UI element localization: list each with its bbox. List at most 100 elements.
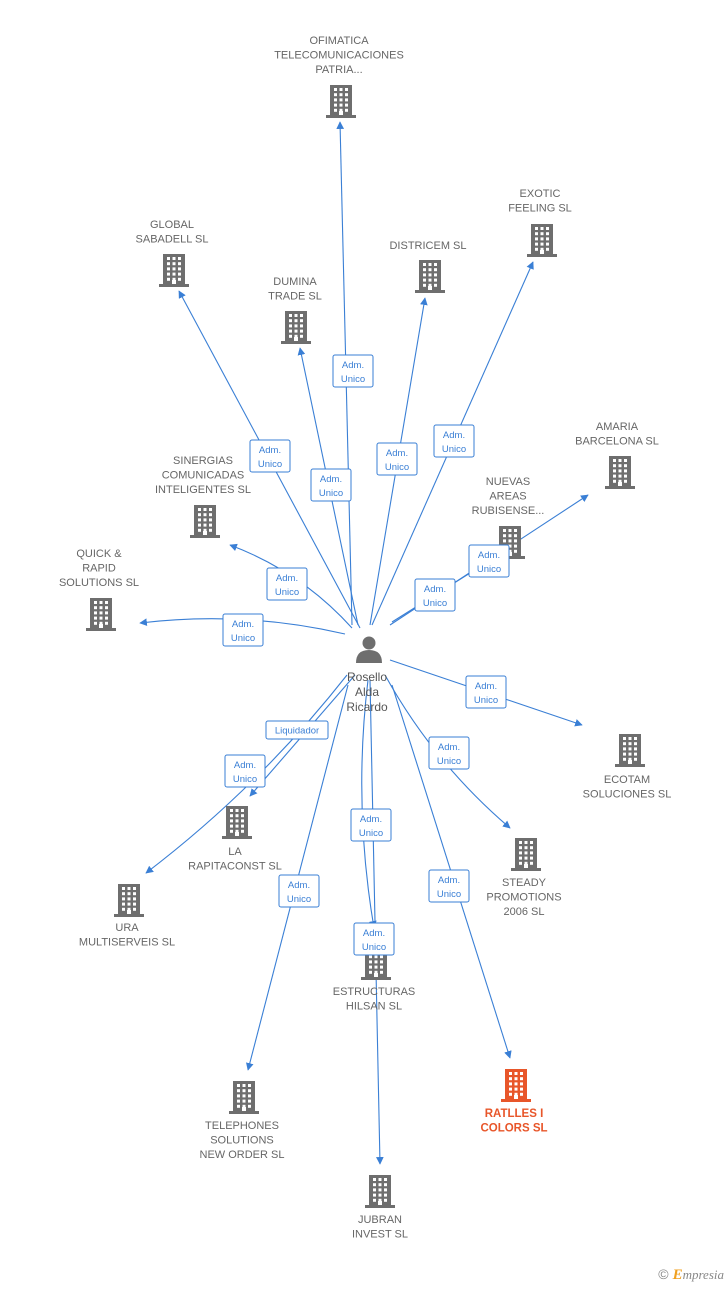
role-text: Unico xyxy=(423,598,447,609)
company-label-la[interactable]: RAPITACONST SL xyxy=(188,861,282,873)
role-text: Adm. xyxy=(478,550,500,561)
role-text: Unico xyxy=(233,774,257,785)
footer-brand: ©Empresia xyxy=(658,1266,724,1284)
role-text: Adm. xyxy=(443,430,465,441)
building-icon-amaria xyxy=(605,456,635,489)
role-text: Unico xyxy=(477,564,501,575)
building-icon-ofimatica xyxy=(326,85,356,118)
company-label-ecotam[interactable]: SOLUCIONES SL xyxy=(583,789,672,801)
building-icon-ratlles xyxy=(501,1069,531,1102)
company-label-estructuras[interactable]: HILSAN SL xyxy=(346,1001,402,1013)
building-icon-jubran xyxy=(365,1175,395,1208)
role-badge-ofimatica: Adm.Unico xyxy=(332,354,374,388)
person-name-line[interactable]: Alda xyxy=(355,685,379,699)
building-icon-steady xyxy=(511,838,541,871)
company-label-steady[interactable]: PROMOTIONS xyxy=(486,892,561,904)
company-label-ofimatica[interactable]: TELECOMUNICACIONES xyxy=(274,50,404,62)
company-label-ofimatica[interactable]: PATRIA... xyxy=(315,64,362,76)
company-label-telephones[interactable]: TELEPHONES xyxy=(205,1120,279,1132)
company-label-exotic[interactable]: EXOTIC xyxy=(520,188,561,200)
company-label-quick[interactable]: QUICK & xyxy=(76,548,122,560)
company-label-sinergias[interactable]: COMUNICADAS xyxy=(162,470,245,482)
building-icon-la xyxy=(222,806,252,839)
company-label-nuevas[interactable]: AREAS xyxy=(489,491,526,503)
role-text: Liquidador xyxy=(275,726,319,737)
role-text: Adm. xyxy=(386,448,408,459)
role-text: Unico xyxy=(231,633,255,644)
role-badge-ratlles: Adm. Unico xyxy=(428,869,470,903)
company-label-sinergias[interactable]: INTELIGENTES SL xyxy=(155,484,251,496)
building-icon-exotic xyxy=(527,224,557,257)
building-icon-sinergias xyxy=(190,505,220,538)
company-label-quick[interactable]: SOLUTIONS SL xyxy=(59,577,139,589)
role-text: Unico xyxy=(437,889,461,900)
building-icon-dumina xyxy=(281,311,311,344)
company-label-global[interactable]: GLOBAL xyxy=(150,219,194,231)
role-text: Adm. xyxy=(320,474,342,485)
company-label-sinergias[interactable]: SINERGIAS xyxy=(173,455,233,467)
role-text: Adm. xyxy=(438,742,460,753)
company-label-steady[interactable]: 2006 SL xyxy=(504,906,545,918)
company-label-nuevas[interactable]: RUBISENSE... xyxy=(472,505,545,517)
building-icon-ecotam xyxy=(615,734,645,767)
role-text: Unico xyxy=(437,756,461,767)
company-label-ratlles[interactable]: COLORS SL xyxy=(480,1123,547,1135)
company-label-telephones[interactable]: SOLUTIONS xyxy=(210,1135,274,1147)
role-text: Unico xyxy=(287,894,311,905)
role-badge-telephones: Adm. Unico xyxy=(278,874,320,908)
company-nodes: OFIMATICA TELECOMUNICACIONES PATRIA... EXOT… xyxy=(59,35,671,1241)
company-label-ura[interactable]: MULTISERVEIS SL xyxy=(79,937,175,949)
brand-name: mpresia xyxy=(682,1267,724,1282)
role-badge-exotic: Adm. Unico xyxy=(433,424,475,458)
company-label-global[interactable]: SABADELL SL xyxy=(136,234,209,246)
role-text: Adm. xyxy=(259,445,281,456)
company-label-estructuras[interactable]: ESTRUCTURAS xyxy=(333,986,416,998)
company-label-dumina[interactable]: DUMINA xyxy=(273,276,317,288)
company-label-la[interactable]: LA xyxy=(228,846,242,858)
company-label-ecotam[interactable]: ECOTAM xyxy=(604,774,650,786)
company-label-ratlles[interactable]: RATLLES I xyxy=(485,1108,544,1120)
company-label-dumina[interactable]: TRADE SL xyxy=(268,291,322,303)
person-name-line[interactable]: Rosello xyxy=(347,670,387,684)
company-label-telephones[interactable]: NEW ORDER SL xyxy=(200,1149,285,1161)
role-text: Unico xyxy=(474,695,498,706)
role-text: Adm. xyxy=(234,760,256,771)
company-label-jubran[interactable]: JUBRAN xyxy=(358,1214,402,1226)
role-text: Adm. xyxy=(232,619,254,630)
role-badge-quick: Adm. Unico xyxy=(222,613,264,647)
role-badge-districem: Adm. Unico xyxy=(376,442,418,476)
company-label-districem[interactable]: DISTRICEM SL xyxy=(389,240,466,252)
company-label-quick[interactable]: RAPID xyxy=(82,563,116,575)
role-text: Adm. xyxy=(288,880,310,891)
role-text: Unico xyxy=(319,488,343,499)
company-label-nuevas[interactable]: NUEVAS xyxy=(486,476,530,488)
person-icon[interactable] xyxy=(356,636,382,664)
building-icon-districem xyxy=(415,260,445,293)
role-badge-dumina: Adm. Unico xyxy=(310,468,352,502)
role-text: Adm. xyxy=(438,875,460,886)
company-label-amaria[interactable]: AMARIA xyxy=(596,421,639,433)
role-badge-global: Adm.Unico xyxy=(249,439,291,473)
building-icon-ura xyxy=(114,884,144,917)
company-label-ura[interactable]: URA xyxy=(115,922,139,934)
company-label-exotic[interactable]: FEELING SL xyxy=(508,203,572,215)
company-label-ofimatica[interactable]: OFIMATICA xyxy=(309,35,369,47)
copyright-symbol: © xyxy=(658,1266,669,1282)
company-label-amaria[interactable]: BARCELONA SL xyxy=(575,436,659,448)
role-badge-estructuras: Adm.Unico xyxy=(350,808,392,842)
company-label-jubran[interactable]: INVEST SL xyxy=(352,1229,408,1241)
role-text: Adm. xyxy=(276,573,298,584)
role-text: Unico xyxy=(359,828,383,839)
person-name-line[interactable]: Ricardo xyxy=(346,700,388,714)
role-badge-la: Liquidador xyxy=(265,720,329,740)
role-badge-ura: Adm. Unico xyxy=(224,754,266,788)
role-text: Unico xyxy=(275,587,299,598)
role-text: Adm. xyxy=(424,584,446,595)
role-text: Unico xyxy=(442,444,466,455)
company-label-steady[interactable]: STEADY xyxy=(502,877,547,889)
role-text: Adm. xyxy=(363,928,385,939)
role-text: Unico xyxy=(385,462,409,473)
role-text: Adm. xyxy=(342,360,364,371)
